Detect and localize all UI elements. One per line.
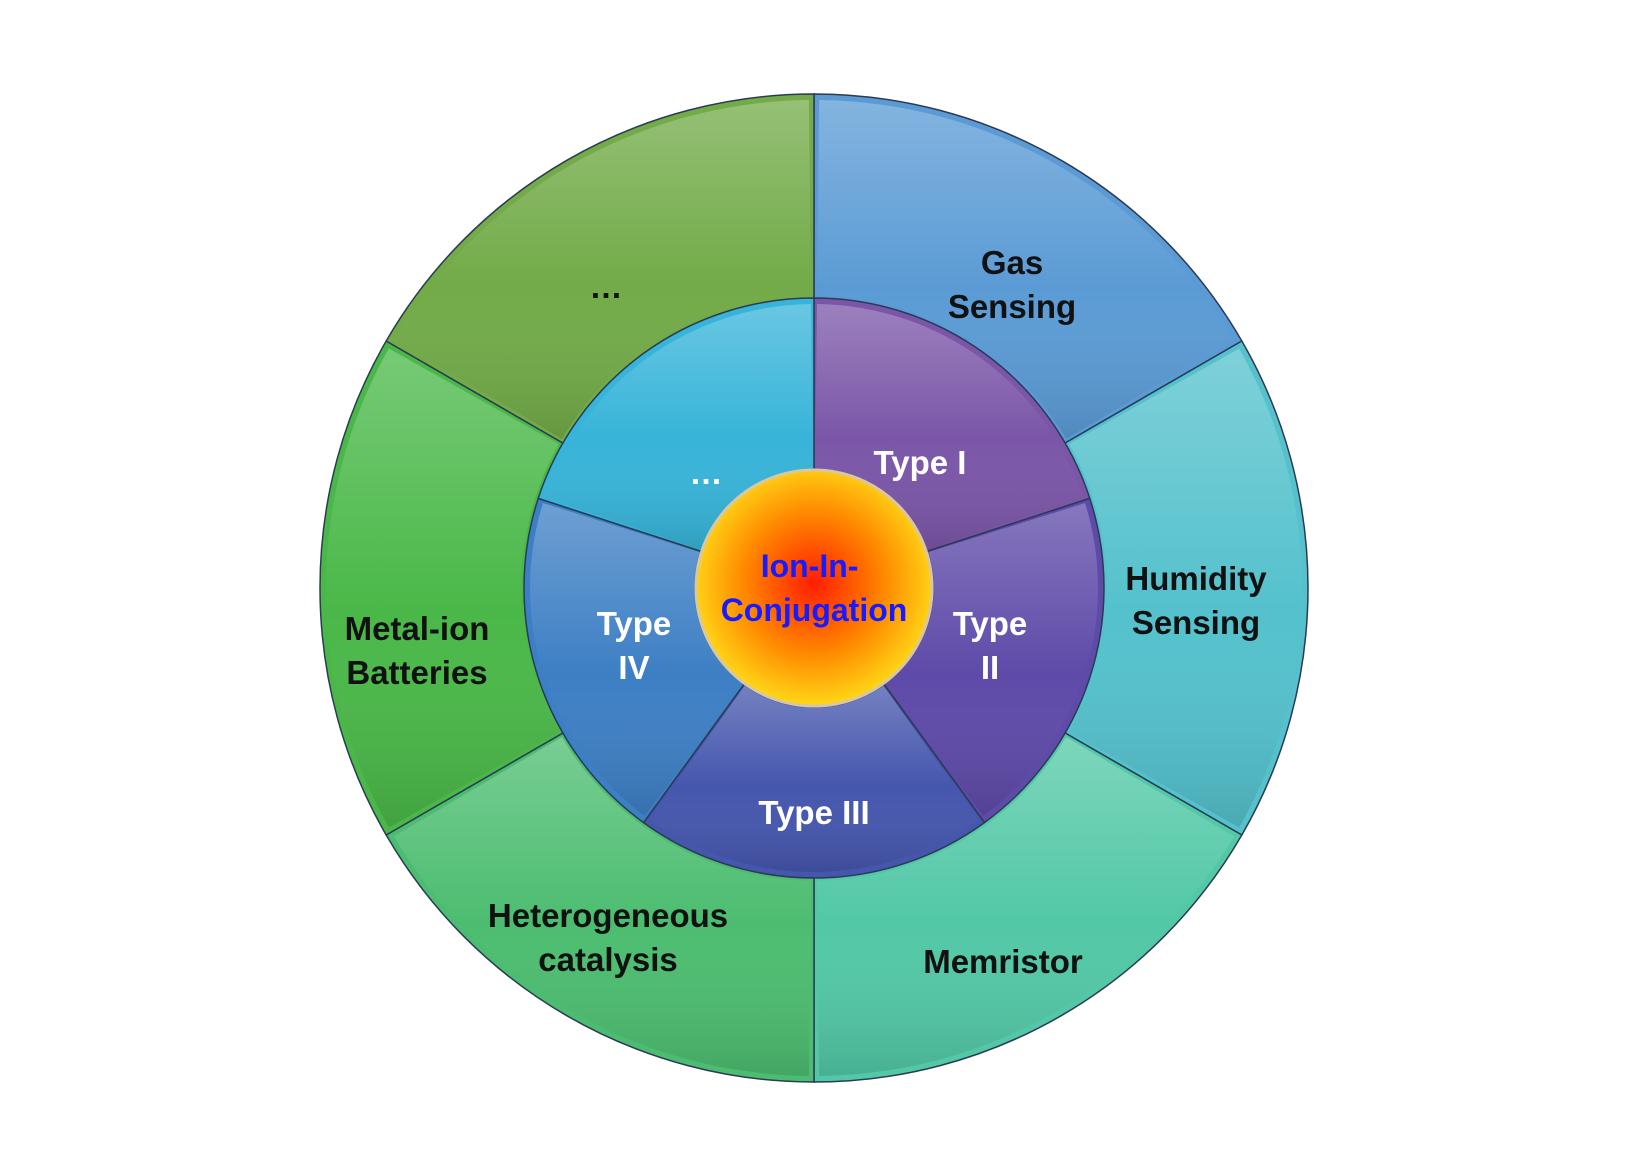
inner-ring-segment-label-line: Type I <box>874 444 967 481</box>
outer-ring-segment-label-line: Sensing <box>1132 603 1260 640</box>
center-core-circle <box>694 468 934 708</box>
inner-ring-segment-gloss <box>649 685 979 872</box>
outer-ring-segment-label-line: Gas <box>981 244 1043 281</box>
outer-ring-segment-gloss <box>326 348 559 828</box>
center-core-label: Ion-In- Conjugation <box>721 548 908 628</box>
inner-ring-segment: … <box>537 297 815 554</box>
outer-ring-segment: Memristor <box>813 730 1243 1083</box>
outer-ring-segment-label-line: Heterogeneous <box>488 897 728 934</box>
outer-ring-segment-label-line: catalysis <box>538 940 677 977</box>
outer-ring-segment-gloss <box>817 737 1235 1076</box>
center-core-label-line: Ion-In- <box>761 548 859 584</box>
inner-ring-segment: Type I <box>813 297 1091 554</box>
inner-ring-segment: Type III <box>642 679 986 879</box>
outer-ring-segment-label-line: Memristor <box>923 943 1083 980</box>
outer-ring-segment-label-line: Batteries <box>346 653 487 690</box>
outer-ring-segment-label: Memristor <box>923 943 1083 980</box>
inner-ring-segment-label-line: IV <box>618 648 649 685</box>
inner-ring-segment-gloss <box>885 503 1098 817</box>
outer-ring-segment: Heterogeneous catalysis <box>385 730 815 1083</box>
inner-ring-segment-gloss <box>544 304 813 550</box>
center-core: Ion-In- Conjugation <box>694 468 934 708</box>
outer-ring-segment-label-line: Humidity <box>1125 560 1267 597</box>
outer-ring-segment-gloss <box>393 100 811 439</box>
outer-ring-segment-gloss <box>817 100 1235 439</box>
outer-ring-segment-gloss <box>1069 348 1302 828</box>
inner-ring-segment-gloss <box>529 503 743 817</box>
inner-ring-segment-label-line: II <box>981 648 999 685</box>
inner-ring-segment-label-line: Type <box>597 605 672 642</box>
outer-ring-segment-label-line: … <box>590 268 623 305</box>
outer-ring-segment-label-line: Metal-ion <box>345 610 490 647</box>
outer-ring-segment-label-line: Sensing <box>948 287 1076 324</box>
inner-ring-segment-label: Type I <box>874 444 967 481</box>
inner-ring-segment-label: Type III <box>758 794 869 831</box>
inner-ring-segment-label-line: Type <box>953 605 1028 642</box>
inner-ring-segment-label-line: … <box>690 454 723 491</box>
center-core-label-line: Conjugation <box>721 592 908 628</box>
outer-ring-segment-label: Heterogeneous catalysis <box>488 897 728 978</box>
outer-ring-segment-gloss <box>393 737 811 1076</box>
inner-ring-segment-gloss <box>815 304 1084 550</box>
outer-ring-segment-label: … <box>590 268 623 305</box>
inner-ring-segment-label-line: Type III <box>758 794 869 831</box>
inner-ring-segment-label: … <box>690 454 723 491</box>
